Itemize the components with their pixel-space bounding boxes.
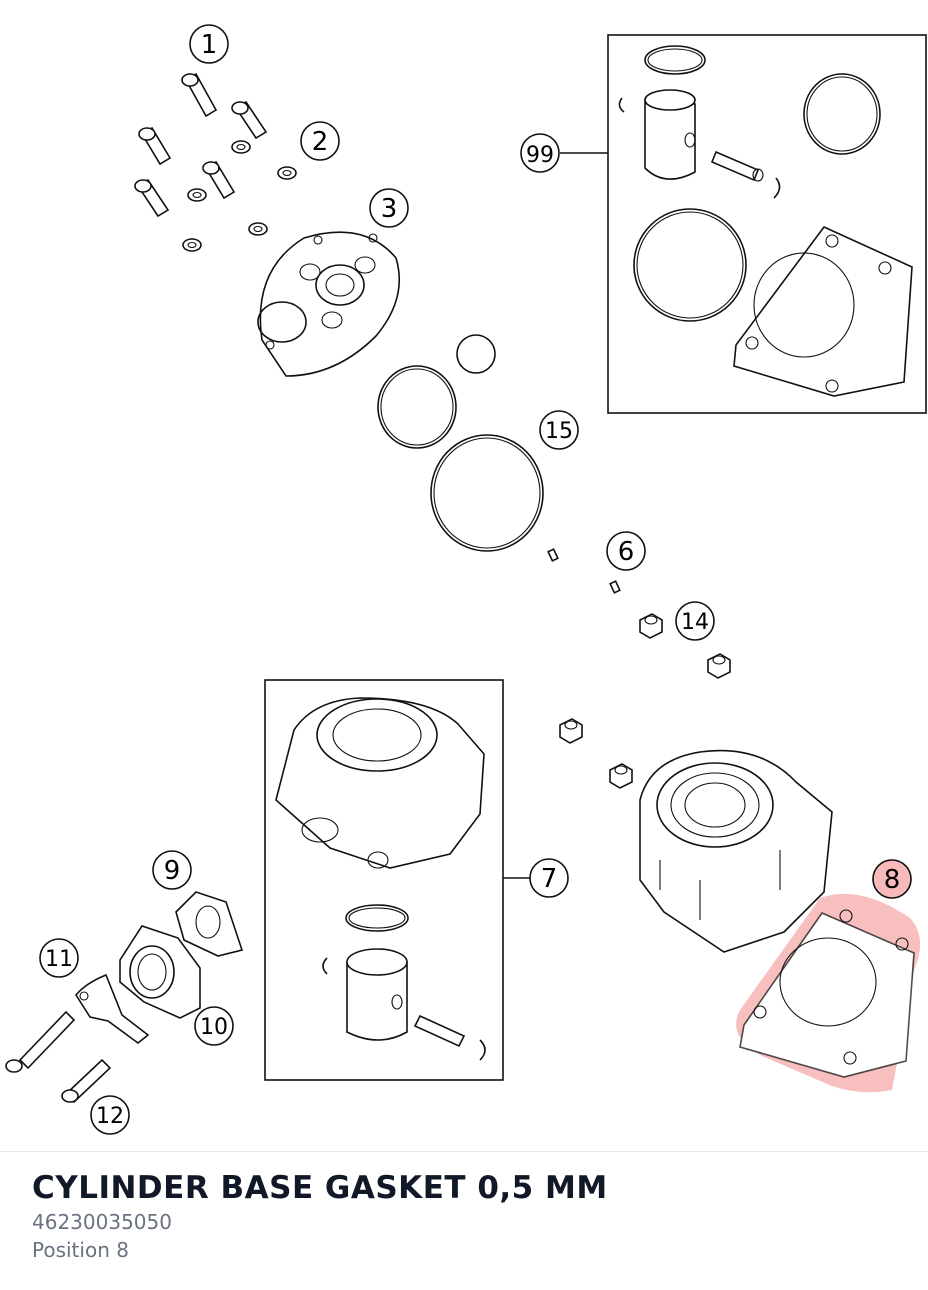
cylinder-base-gasket-highlight (736, 893, 921, 1093)
o-ring-15 (377, 365, 457, 449)
callout-14: 15 (539, 410, 579, 450)
part-title: CYLINDER BASE GASKET 0,5 MM (32, 1170, 608, 1206)
callout-15 (456, 334, 496, 374)
callout-13: 14 (675, 601, 715, 641)
o-ring-14 (430, 434, 544, 552)
callout-12: 12 (90, 1095, 130, 1135)
exploded-parts-diagram: 99 1 2 (5, 24, 927, 1135)
svg-text:10: 10 (200, 1015, 228, 1040)
kit-99-parts (618, 45, 913, 397)
intake-gasket-9 (175, 891, 244, 957)
callout-2: 2 (300, 121, 340, 161)
cylinder (639, 749, 833, 953)
divider (0, 1151, 928, 1152)
svg-text:3: 3 (381, 194, 398, 224)
svg-text:99: 99 (526, 143, 554, 168)
svg-text:11: 11 (45, 947, 73, 972)
intake-flange-10 (119, 925, 201, 1019)
part-info-panel: CYLINDER BASE GASKET 0,5 MM 46230035050 … (32, 1168, 908, 1264)
callout-11: 11 (39, 938, 79, 978)
callout-7: 7 (529, 858, 569, 898)
svg-text:8: 8 (884, 865, 901, 895)
kit-7-box (264, 679, 504, 1081)
part-position: Position 8 (32, 1238, 129, 1262)
callout-3: 3 (369, 188, 409, 228)
cylinder-nuts (559, 613, 731, 789)
part-number: 46230035050 (32, 1210, 172, 1234)
callout-8: 8 (872, 859, 912, 899)
dowel-pins (547, 548, 621, 594)
bracket-11 (75, 973, 150, 1045)
svg-text:15: 15 (545, 419, 573, 444)
svg-text:14: 14 (681, 610, 709, 635)
callout-6: 6 (606, 531, 646, 571)
svg-text:2: 2 (312, 127, 329, 157)
kit-7-parts (275, 697, 486, 1061)
svg-text:7: 7 (541, 864, 558, 894)
callout-1: 1 (189, 24, 229, 64)
head-bolts (134, 72, 268, 218)
svg-text:9: 9 (164, 856, 181, 886)
callout-99: 99 (520, 133, 560, 173)
callout-9: 9 (152, 850, 192, 890)
kit-99-box (607, 34, 927, 414)
svg-text:12: 12 (96, 1104, 124, 1129)
callout-10: 10 (194, 1006, 234, 1046)
bolts-12 (5, 1010, 112, 1104)
svg-text:1: 1 (201, 30, 218, 60)
washers (182, 140, 297, 252)
svg-text:6: 6 (618, 537, 635, 567)
cylinder-head (257, 231, 401, 377)
